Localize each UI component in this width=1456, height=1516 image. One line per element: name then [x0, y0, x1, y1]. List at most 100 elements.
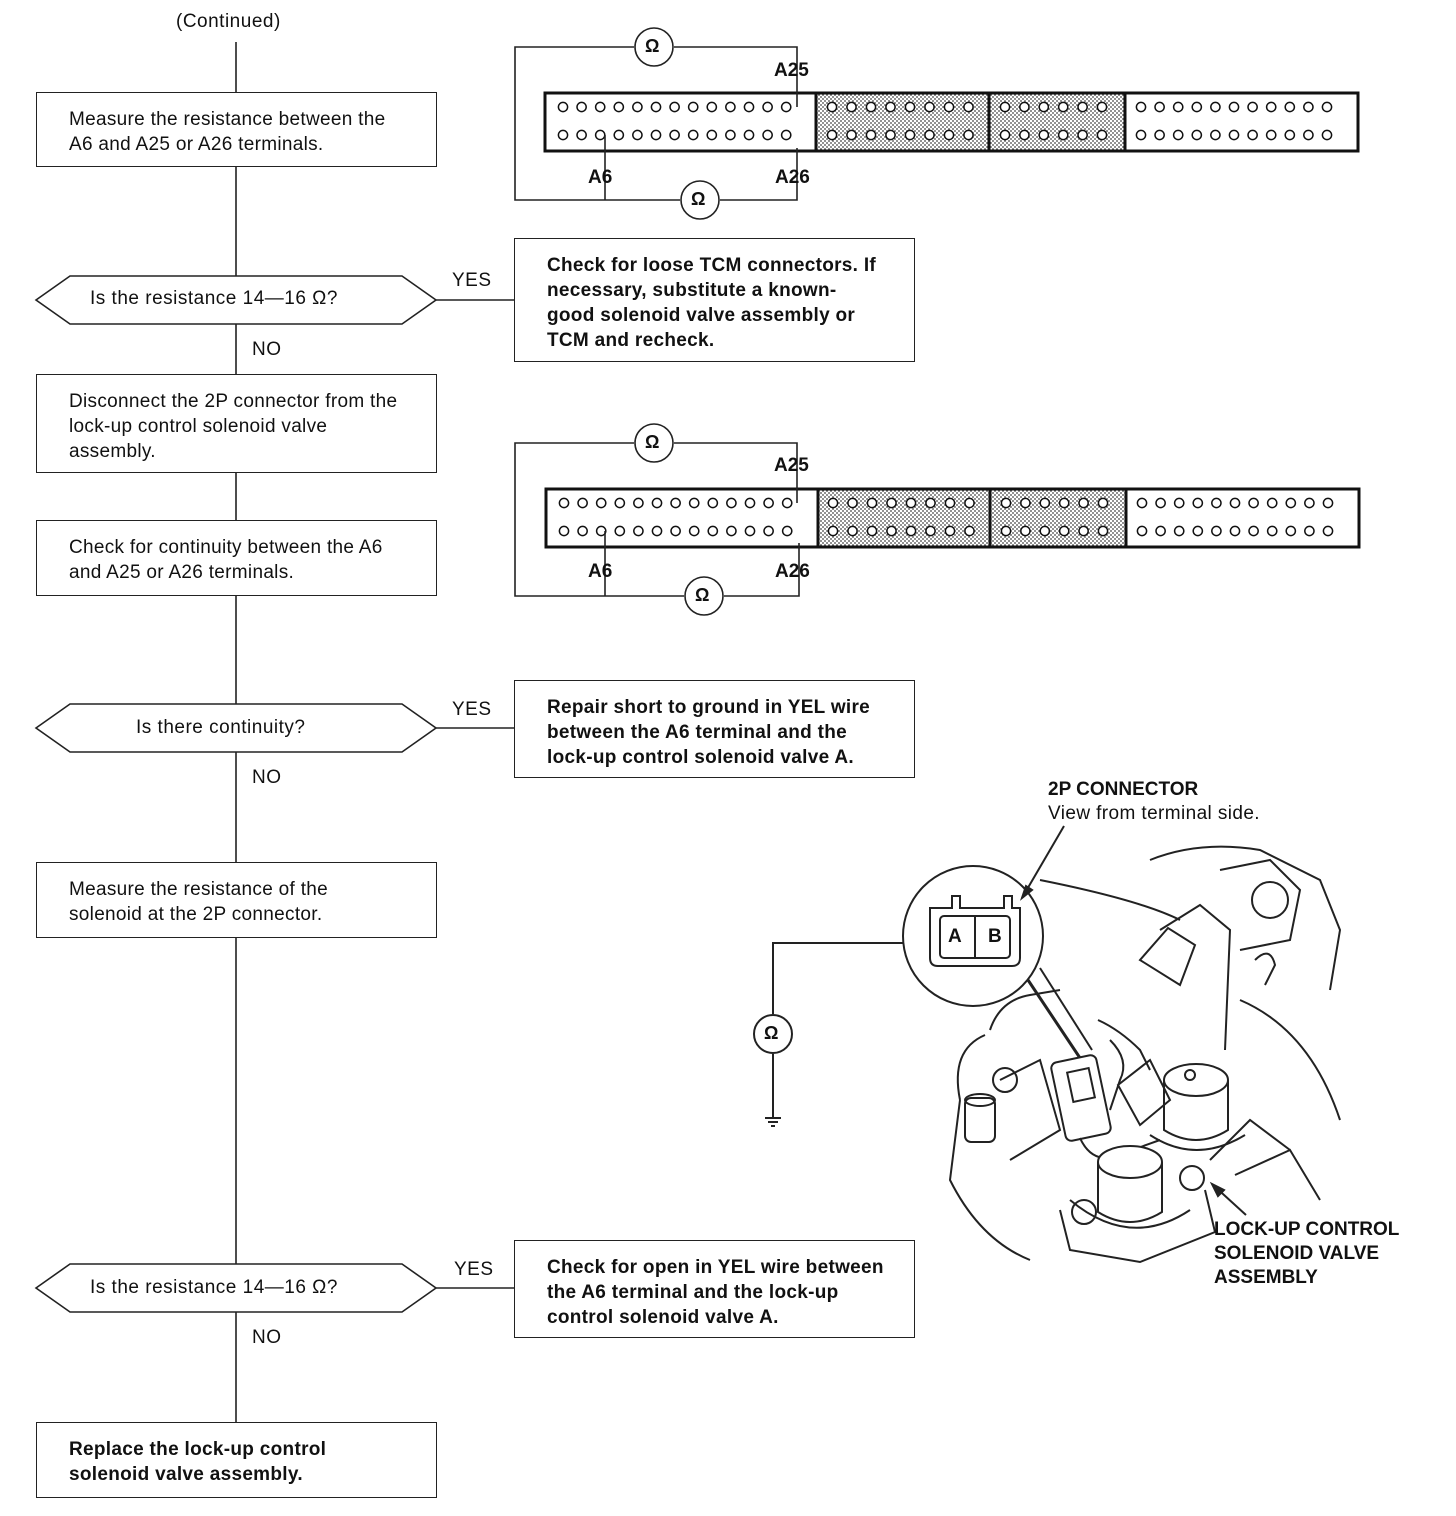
connector-pin — [1229, 497, 1241, 509]
connector-pin — [613, 129, 625, 141]
connector-pin — [1192, 497, 1204, 509]
assembly-label: LOCK-UP CONTROL SOLENOID VALVE ASSEMBLY — [1214, 1219, 1400, 1288]
connector-pin — [707, 525, 719, 537]
connector-pin — [706, 129, 718, 141]
connector-pin — [826, 101, 838, 113]
decision-resistance-1: Is the resistance 14—16 Ω? — [90, 288, 338, 309]
connector-pin — [1057, 129, 1069, 141]
connector-pin — [925, 497, 936, 509]
connector-pin — [594, 101, 606, 113]
connector-pin — [1096, 101, 1108, 113]
connector-pin — [1172, 101, 1184, 113]
ohm-meter-bottom-1: Ω — [691, 189, 706, 209]
connector-pin — [905, 525, 917, 537]
connector-pin — [1058, 497, 1070, 509]
connector-pin — [744, 497, 756, 509]
connector-pin — [1039, 497, 1051, 509]
connector-pin — [781, 525, 793, 537]
connector-pin — [1020, 525, 1031, 537]
figure-title: 2P CONNECTOR — [1048, 779, 1199, 800]
connector-pin — [762, 129, 773, 141]
connector-pin — [558, 497, 570, 509]
terminal-label-a26-2: A26 — [775, 561, 810, 582]
connector-pin — [1303, 101, 1314, 113]
decision-continuity: Is there continuity? — [136, 717, 306, 738]
connector-pin — [1078, 525, 1089, 537]
connector-pin — [595, 525, 607, 537]
connector-pin — [614, 525, 626, 537]
connector-pin — [846, 101, 857, 113]
step-disconnect-2p: Disconnect the 2P connector from the loc… — [36, 374, 437, 473]
connector-pin — [1078, 497, 1089, 509]
terminal-label-a25-1: A25 — [774, 60, 809, 81]
connector-pin — [706, 101, 718, 113]
connector-pin — [1154, 101, 1165, 113]
terminal-label-a26-1: A26 — [775, 167, 810, 188]
result-check-loose-tcm: Check for loose TCM connectors. If neces… — [514, 238, 915, 362]
tcm-connector-diagram-2 — [514, 423, 1361, 616]
connector-pin — [670, 497, 681, 509]
terminal-label-a6-1: A6 — [588, 167, 613, 188]
connector-pin — [1247, 129, 1258, 141]
connector-pin — [885, 101, 896, 113]
connector-pin — [963, 129, 974, 141]
pin-b-label: B — [988, 926, 1002, 947]
connector-pin — [964, 525, 975, 537]
connector-pin — [1057, 101, 1069, 113]
connector-pin — [1210, 129, 1221, 141]
step-check-continuity: Check for continuity between the A6 and … — [36, 520, 437, 596]
connector-pin — [762, 101, 773, 113]
connector-pin — [847, 497, 858, 509]
connector-pin — [1265, 129, 1277, 141]
connector-pin — [925, 525, 936, 537]
connector-pin — [826, 129, 838, 141]
connector-pin — [943, 129, 955, 141]
step-measure-solenoid: Measure the resistance of the solenoid a… — [36, 862, 437, 938]
connector-pin — [999, 129, 1011, 141]
connector-pin — [1211, 497, 1222, 509]
connector-pin — [725, 129, 736, 141]
connector-pin — [1266, 525, 1278, 537]
yes-label-2: YES — [452, 699, 492, 720]
connector-pin — [1210, 101, 1221, 113]
connector-pin — [1173, 497, 1185, 509]
connector-pin — [1322, 497, 1334, 509]
connector-pin — [1248, 497, 1259, 509]
connector-pin — [827, 497, 839, 509]
connector-pin — [1020, 497, 1031, 509]
connector-pin — [1039, 525, 1051, 537]
connector-pin — [1284, 101, 1296, 113]
decision-resistance-2: Is the resistance 14—16 Ω? — [90, 1277, 338, 1298]
connector-pin — [1247, 101, 1258, 113]
connector-pin — [1058, 525, 1070, 537]
connector-pin — [1228, 101, 1240, 113]
connector-pin — [1266, 497, 1278, 509]
connector-pin — [904, 101, 916, 113]
connector-pin — [780, 101, 792, 113]
connector-pin — [1135, 129, 1147, 141]
connector-pin — [866, 497, 878, 509]
yes-label-1: YES — [452, 270, 492, 291]
connector-pin — [1304, 525, 1315, 537]
connector-pin — [669, 101, 680, 113]
connector-pin — [1322, 525, 1334, 537]
connector-pin — [614, 497, 626, 509]
no-label-1: NO — [252, 339, 282, 360]
connector-pin — [688, 525, 700, 537]
connector-pin — [763, 497, 774, 509]
connector-pin — [633, 497, 644, 509]
connector-pin — [1173, 525, 1185, 537]
connector-pin — [924, 129, 935, 141]
connector-pin — [964, 497, 975, 509]
connector-pin — [924, 101, 935, 113]
connector-pin — [1097, 497, 1109, 509]
connector-pin — [632, 129, 643, 141]
connector-pin — [1321, 101, 1333, 113]
connector-pin — [650, 129, 662, 141]
connector-pin — [1038, 101, 1050, 113]
connector-pin — [1285, 525, 1297, 537]
connector-pin — [943, 101, 955, 113]
connector-pin — [780, 129, 792, 141]
connector-pin — [651, 525, 663, 537]
connector-pin — [1019, 129, 1030, 141]
